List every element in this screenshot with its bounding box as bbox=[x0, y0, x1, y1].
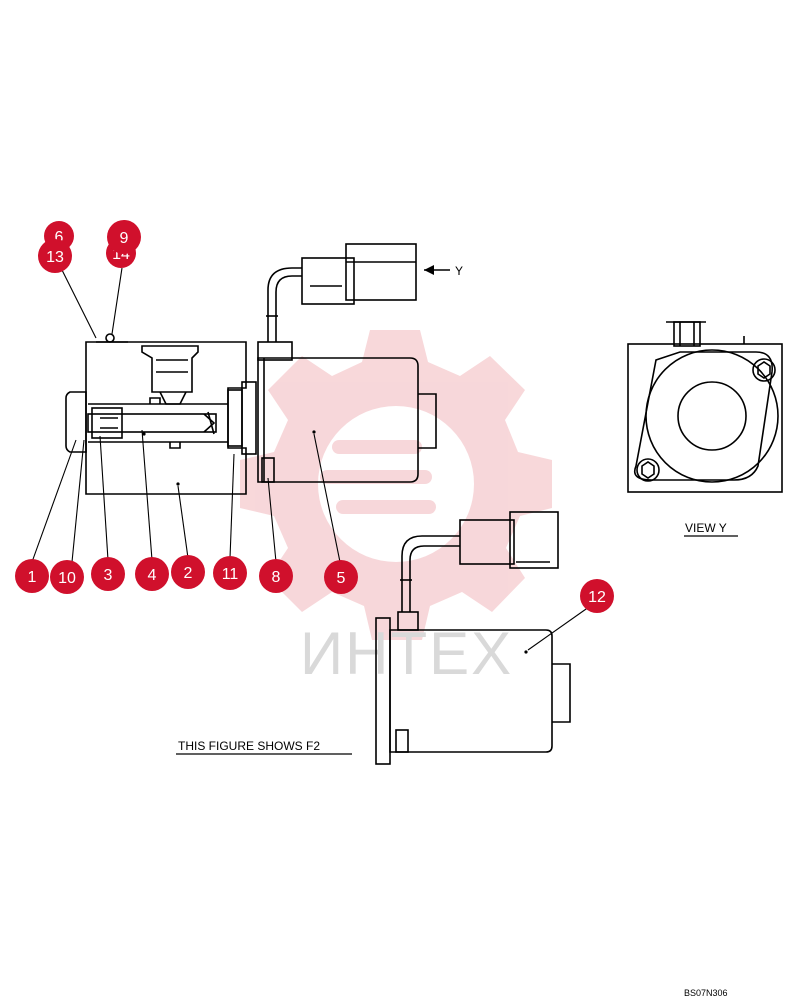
svg-text:9: 9 bbox=[120, 230, 129, 247]
callout-10: 10 bbox=[50, 560, 84, 594]
callout-4: 4 bbox=[135, 557, 169, 591]
svg-text:10: 10 bbox=[58, 570, 76, 587]
callout-2: 2 bbox=[171, 555, 205, 589]
drawing-code: BS07N306 bbox=[684, 988, 728, 998]
callout-12: 12 bbox=[580, 579, 614, 613]
svg-text:1: 1 bbox=[28, 569, 37, 586]
watermark-gear-logo bbox=[240, 330, 552, 640]
svg-text:5: 5 bbox=[337, 570, 346, 587]
part-markers bbox=[142, 430, 528, 654]
callout-5: 5 bbox=[324, 560, 358, 594]
svg-text:11: 11 bbox=[222, 566, 239, 583]
leader-lines bbox=[31, 267, 597, 651]
view-y-arrow bbox=[424, 265, 450, 275]
callout-1: 1 bbox=[15, 559, 49, 593]
callout-8: 8 bbox=[259, 559, 293, 593]
svg-text:2: 2 bbox=[184, 565, 193, 582]
f2-solenoid-drawing bbox=[375, 511, 571, 765]
figure-note: THIS FIGURE SHOWS F2 bbox=[178, 739, 320, 753]
arrow-y-label: Y bbox=[455, 264, 463, 278]
callout-9: 9 bbox=[107, 220, 141, 254]
view-y-drawing bbox=[627, 321, 783, 493]
svg-text:4: 4 bbox=[148, 567, 157, 584]
watermark-text: ИНТЕХ bbox=[300, 620, 513, 687]
svg-text:12: 12 bbox=[588, 589, 606, 606]
callouts: 6 13 14 9 1 10 3 4 bbox=[15, 220, 614, 613]
svg-text:3: 3 bbox=[104, 567, 113, 584]
callout-3: 3 bbox=[91, 557, 125, 591]
valve-assembly bbox=[65, 243, 437, 495]
callout-13: 13 bbox=[38, 239, 72, 273]
view-y-label: VIEW Y bbox=[685, 521, 727, 535]
svg-text:13: 13 bbox=[46, 249, 64, 266]
svg-text:6: 6 bbox=[55, 229, 64, 246]
svg-text:8: 8 bbox=[272, 569, 281, 586]
callout-11: 11 bbox=[213, 556, 247, 590]
